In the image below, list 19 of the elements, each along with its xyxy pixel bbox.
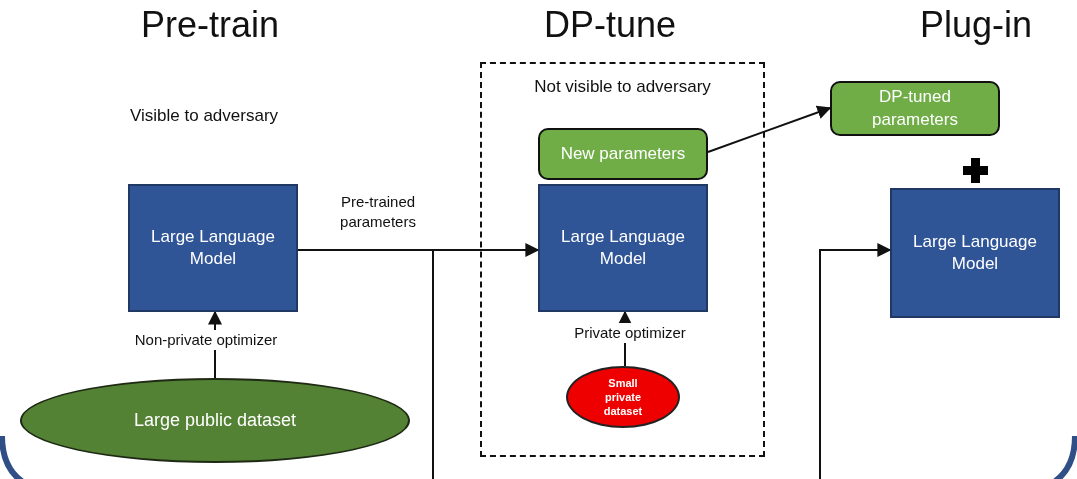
- stage-title: Pre-train: [141, 4, 279, 46]
- node-label: Large Language Model: [912, 230, 1038, 275]
- parameters-box: [830, 81, 1000, 136]
- arrow: [707, 105, 832, 153]
- note-text: Visible to adversary: [130, 106, 279, 126]
- node-label: Large public dataset: [133, 408, 297, 432]
- node-label: New parameters: [560, 142, 686, 165]
- node-label: DP-tuned parameters: [871, 86, 959, 131]
- model-box: [890, 188, 1060, 318]
- dashed-region: [480, 62, 765, 457]
- node-label: Large Language Model: [560, 225, 686, 270]
- stage-title: DP-tune: [543, 4, 677, 46]
- model-box: [538, 184, 708, 312]
- parameters-box: [538, 128, 708, 180]
- node-label: Small private dataset: [602, 375, 644, 419]
- node-label: Large Language Model: [150, 225, 276, 270]
- stage-title: Plug-in: [919, 4, 1033, 46]
- node-label: Not visible to adversary: [534, 76, 711, 98]
- model-box: [128, 184, 298, 312]
